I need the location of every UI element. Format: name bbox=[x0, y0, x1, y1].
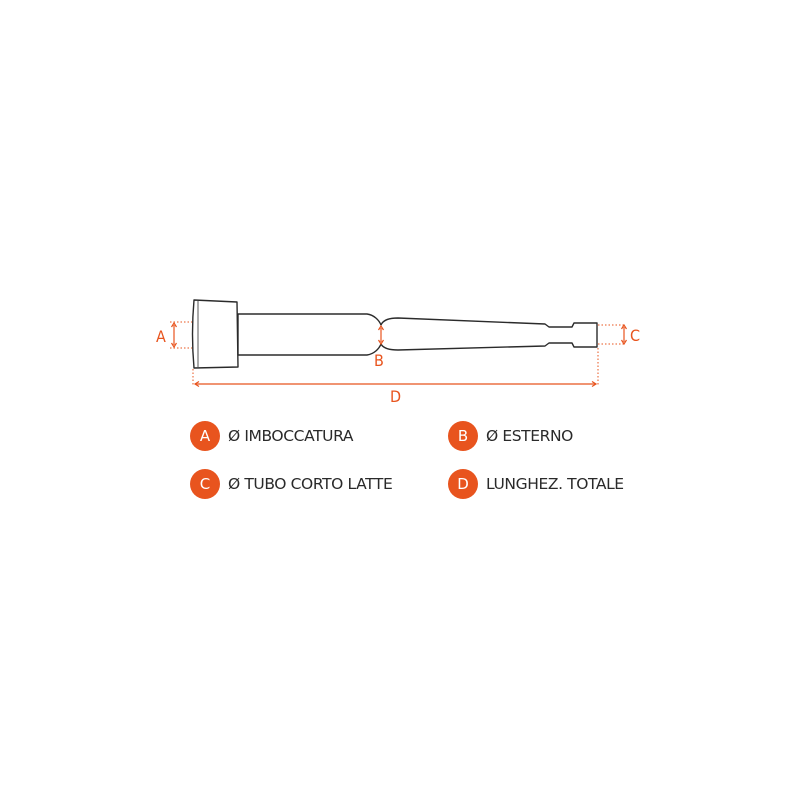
legend-label-b: Ø ESTERNO bbox=[486, 427, 573, 445]
legend-badge-a: A bbox=[190, 421, 220, 451]
dimension-label-a: A bbox=[156, 327, 166, 346]
legend-item-c: C Ø TUBO CORTO LATTE bbox=[190, 468, 393, 500]
legend-badge-b: B bbox=[448, 421, 478, 451]
dimension-label-c: C bbox=[630, 326, 640, 345]
pipe-outline bbox=[191, 299, 598, 369]
legend-badge-d: D bbox=[448, 469, 478, 499]
dimension-label-b: B bbox=[374, 351, 384, 370]
dimension-c bbox=[598, 323, 628, 346]
legend-label-c: Ø TUBO CORTO LATTE bbox=[228, 475, 393, 493]
dimension-b bbox=[377, 324, 385, 346]
dimension-d bbox=[192, 348, 599, 388]
legend-label-d: LUNGHEZ. TOTALE bbox=[486, 475, 624, 493]
dimension-a bbox=[170, 321, 192, 349]
pipe-shaft bbox=[237, 313, 598, 356]
legend-label-a: Ø IMBOCCATURA bbox=[228, 427, 354, 445]
pipe-cap bbox=[191, 299, 239, 369]
legend-item-a: A Ø IMBOCCATURA bbox=[190, 420, 353, 452]
legend-badge-c: C bbox=[190, 469, 220, 499]
legend-item-d: D LUNGHEZ. TOTALE bbox=[448, 468, 624, 500]
dimension-label-d: D bbox=[390, 387, 401, 406]
legend-item-b: B Ø ESTERNO bbox=[448, 420, 573, 452]
